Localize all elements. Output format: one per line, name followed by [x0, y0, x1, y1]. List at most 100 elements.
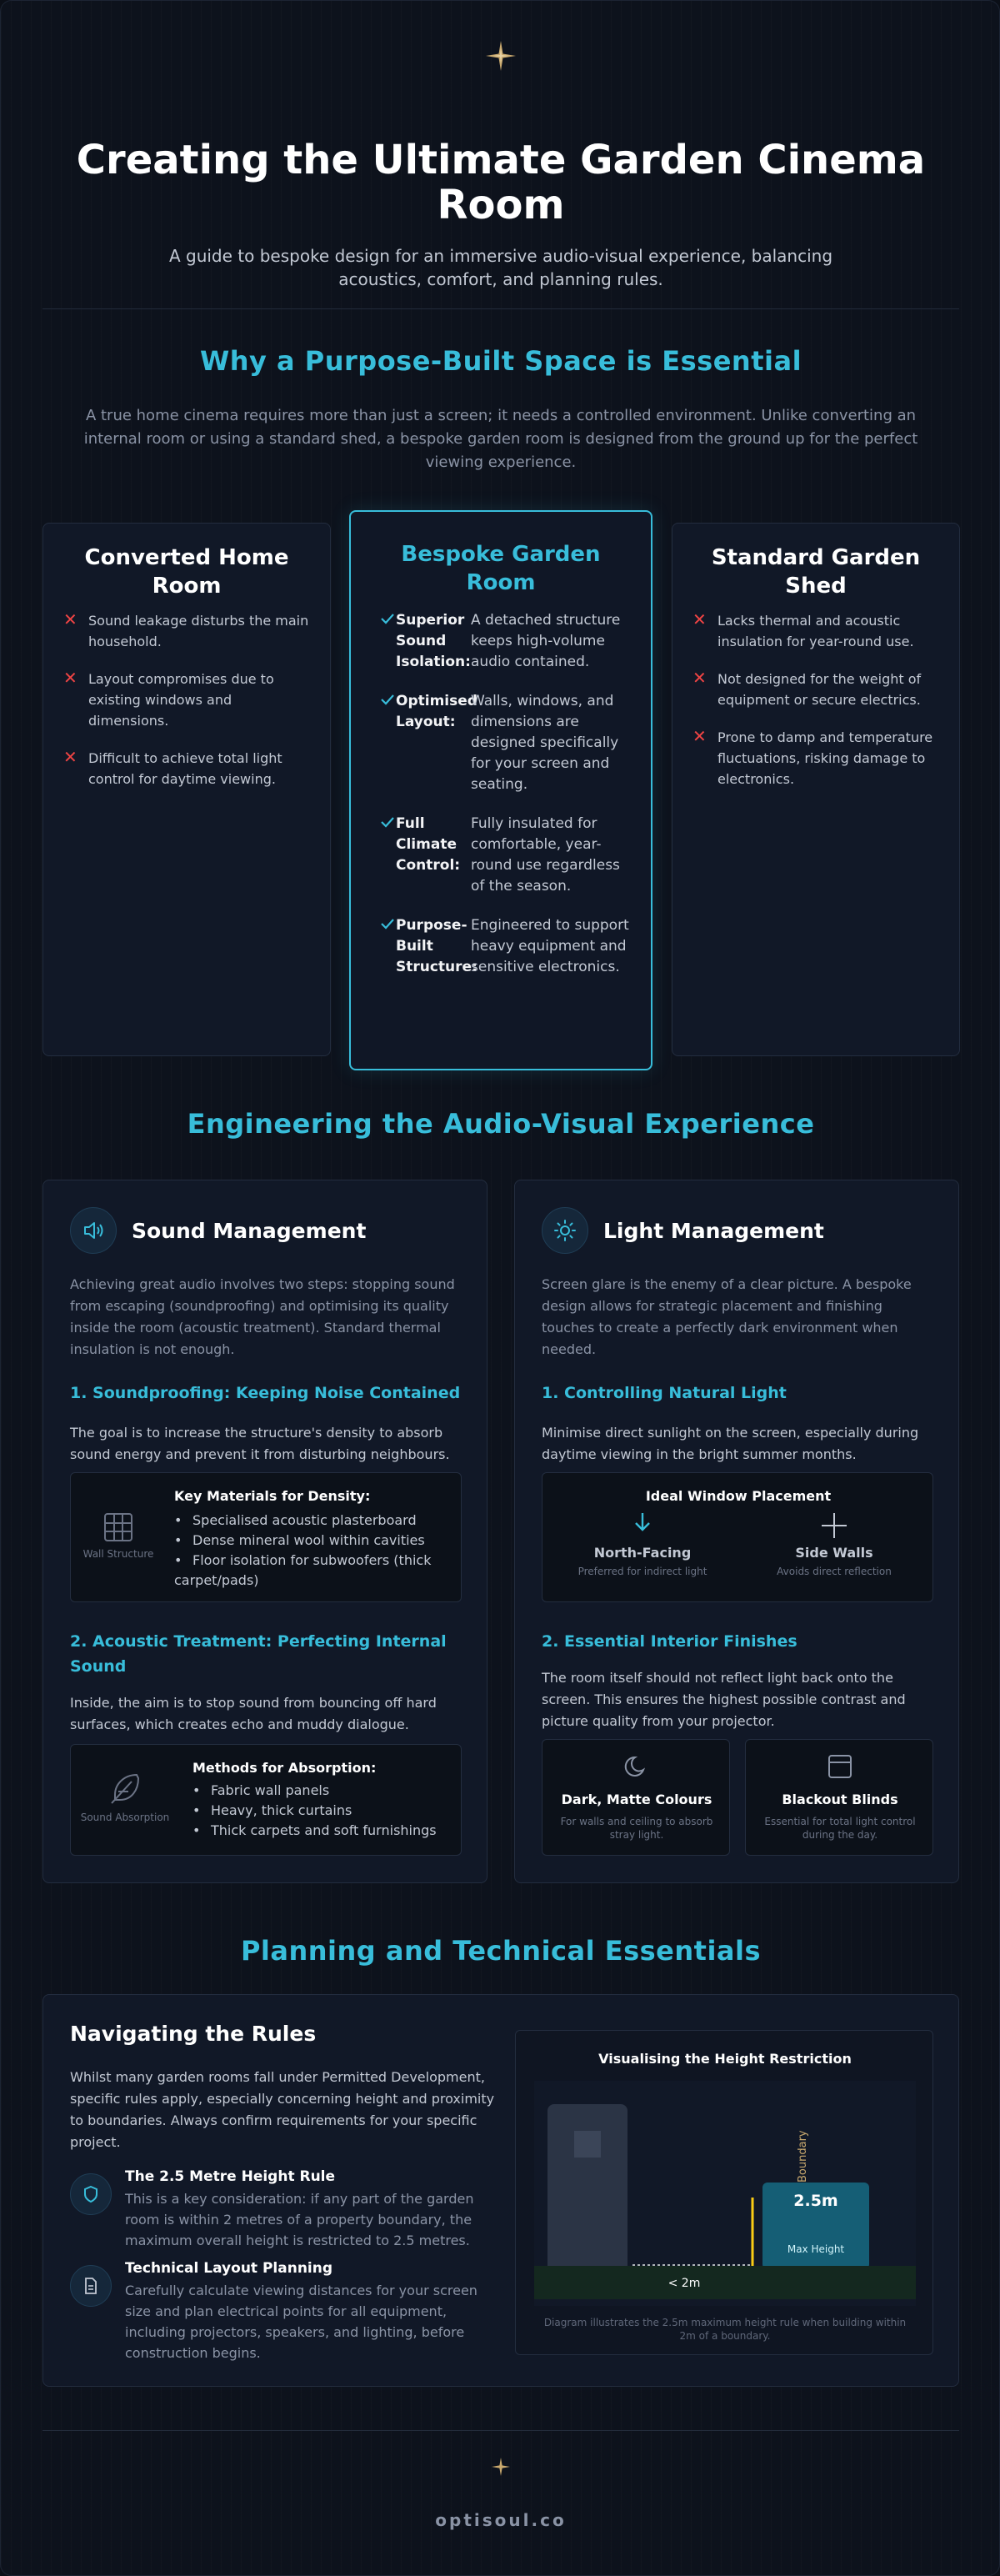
absorption-list: Fabric wall panels Heavy, thick curtains… [192, 1781, 451, 1841]
ground-strip [534, 2266, 916, 2299]
icon-caption: Wall Structure [82, 1548, 154, 1560]
text-interior: The room itself should not reflect light… [542, 1670, 906, 1729]
card-bespoke-garden-room: Bespoke Garden Room Superior Sound Isola… [349, 510, 652, 1070]
section-title-planning: Planning and Technical Essentials [240, 1935, 762, 1967]
converted-list: ✕Sound leakage disturbs the main househo… [63, 610, 313, 806]
panel-sound-management: Sound Management Achieving great audio i… [42, 1180, 488, 1883]
materials-list: Specialised acoustic plasterboard Dense … [174, 1511, 449, 1591]
panel-title: Sound Management [132, 1219, 367, 1243]
list-item: ✕Layout compromises due to existing wind… [63, 668, 274, 729]
arrow-down-icon [635, 1513, 650, 1531]
page-title: Creating the Ultimate Garden Cinema Room [76, 137, 926, 228]
list-item: Thick carpets and soft furnishings [192, 1821, 451, 1841]
layout-rule-text: Carefully calculate viewing distances fo… [125, 2283, 478, 2361]
section-title-why: Why a Purpose-Built Space is Essential [199, 345, 802, 377]
star-logo-icon [486, 41, 516, 71]
cross-icon: ✕ [63, 747, 78, 767]
check-icon [379, 814, 396, 834]
height-value: 2.5m [793, 2192, 838, 2210]
plus-icon [822, 1513, 847, 1538]
blinds-icon [828, 1755, 852, 1778]
panel-title: Light Management [603, 1219, 824, 1243]
cross-icon: ✕ [692, 609, 707, 629]
garden-room-shape [762, 2183, 869, 2269]
check-icon [379, 691, 396, 711]
cross-icon: ✕ [63, 609, 78, 629]
divider [42, 2430, 959, 2431]
list-item: Heavy, thick curtains [192, 1801, 451, 1821]
list-item: Fabric wall panels [192, 1781, 451, 1801]
list-item: Superior Sound Isolation: A detached str… [379, 610, 629, 673]
side-walls-item: Side Walls Avoids direct reflection [751, 1511, 918, 1577]
card-title: Standard Garden Shed [711, 545, 921, 599]
box-heading: Methods for Absorption: [192, 1760, 377, 1776]
cross-icon: ✕ [692, 726, 707, 746]
panel-intro: Screen glare is the enemy of a clear pic… [542, 1276, 912, 1357]
check-icon [379, 610, 396, 630]
text-acoustic: Inside, the aim is to stop sound from bo… [70, 1695, 437, 1732]
card-title: Bespoke Garden Room [401, 542, 601, 595]
materials-box: Wall Structure Key Materials for Density… [70, 1472, 462, 1602]
list-item: Full Climate Control: Fully insulated fo… [379, 814, 629, 897]
height-rule-text: This is a key consideration: if any part… [125, 2191, 474, 2248]
window-placement-box: Ideal Window Placement North-Facing Pref… [542, 1472, 933, 1602]
subheading-soundproofing: 1. Soundproofing: Keeping Noise Containe… [70, 1384, 461, 1402]
height-rule-title: The 2.5 Metre Height Rule [125, 2168, 336, 2185]
list-item: ✕Not designed for the weight of equipmen… [692, 668, 922, 708]
diagram-title: Visualising the Height Restriction [598, 2051, 852, 2067]
section-title-av: Engineering the Audio-Visual Experience [187, 1108, 815, 1140]
star-footer-icon [492, 2458, 510, 2476]
house-window [574, 2131, 601, 2158]
subheading-interior: 2. Essential Interior Finishes [542, 1632, 798, 1651]
shed-list: ✕Lacks thermal and acoustic insulation f… [692, 610, 942, 806]
list-item: Purpose-Built Structure: Engineered to s… [379, 915, 629, 978]
card-converted-home-room: Converted Home Room ✕Sound leakage distu… [42, 523, 331, 1056]
north-facing-item: North-Facing Preferred for indirect ligh… [559, 1511, 726, 1577]
divider [42, 308, 959, 309]
list-item: ✕Lacks thermal and acoustic insulation f… [692, 609, 914, 649]
icon-caption: Sound Absorption [80, 1812, 170, 1823]
feather-icon [111, 1773, 140, 1804]
list-item: Optimised Layout: Walls, windows, and di… [379, 691, 629, 795]
box-heading: Ideal Window Placement [645, 1488, 832, 1504]
boundary-label: Boundary [797, 2130, 809, 2183]
wall-grid-icon [104, 1513, 132, 1541]
text-natural-light: Minimise direct sunlight on the screen, … [542, 1425, 919, 1462]
card-title: Converted Home Room [84, 545, 289, 599]
section-intro-why: A true home cinema requires more than ju… [83, 407, 918, 471]
subheading-acoustic: 2. Acoustic Treatment: Perfecting Intern… [70, 1632, 447, 1676]
bespoke-list: Superior Sound Isolation: A detached str… [379, 610, 629, 996]
page-subtitle: A guide to bespoke design for an immersi… [168, 246, 833, 289]
dark-colours-box: Dark, Matte Colours For walls and ceilin… [542, 1739, 730, 1856]
absorption-box: Sound Absorption Methods for Absorption:… [70, 1744, 462, 1856]
moon-icon [624, 1756, 646, 1777]
list-item: Dense mineral wool within cavities [174, 1531, 449, 1551]
box-heading: Key Materials for Density: [174, 1488, 371, 1504]
house-shape [548, 2104, 628, 2273]
list-item: Specialised acoustic plasterboard [174, 1511, 449, 1531]
rules-intro: Whilst many garden rooms fall under Perm… [70, 2069, 495, 2150]
cross-icon: ✕ [63, 668, 78, 688]
list-item: ✕Difficult to achieve total light contro… [63, 747, 282, 787]
planning-card: Navigating the Rules Whilst many garden … [42, 1994, 959, 2387]
text-soundproofing: The goal is to increase the structure's … [70, 1425, 450, 1462]
blackout-blinds-box: Blackout Blinds Essential for total ligh… [745, 1739, 933, 1856]
diagram-caption: Diagram illustrates the 2.5m maximum hei… [543, 2317, 907, 2342]
rules-title: Navigating the Rules [70, 2022, 317, 2046]
footer-brand: optisoul.co [435, 2510, 567, 2530]
height-diagram: Visualising the Height Restriction Bound… [515, 2030, 933, 2355]
card-standard-garden-shed: Standard Garden Shed ✕Lacks thermal and … [672, 523, 960, 1056]
height-diagram-graphic: Boundary 2.5m Max Height < 2m [534, 2081, 916, 2306]
document-icon [70, 2265, 112, 2307]
cross-icon: ✕ [692, 668, 707, 688]
distance-label: < 2m [668, 2277, 701, 2290]
list-item: Floor isolation for subwoofers (thick ca… [174, 1551, 449, 1591]
panel-intro: Achieving great audio involves two steps… [70, 1276, 455, 1357]
subheading-natural-light: 1. Controlling Natural Light [542, 1384, 787, 1402]
list-item: ✕Sound leakage disturbs the main househo… [63, 609, 309, 649]
list-item: ✕Prone to damp and temperature fluctuati… [692, 726, 933, 787]
check-icon [379, 915, 396, 935]
shield-icon [70, 2173, 112, 2215]
panel-light-management: Light Management Screen glare is the ene… [514, 1180, 959, 1883]
